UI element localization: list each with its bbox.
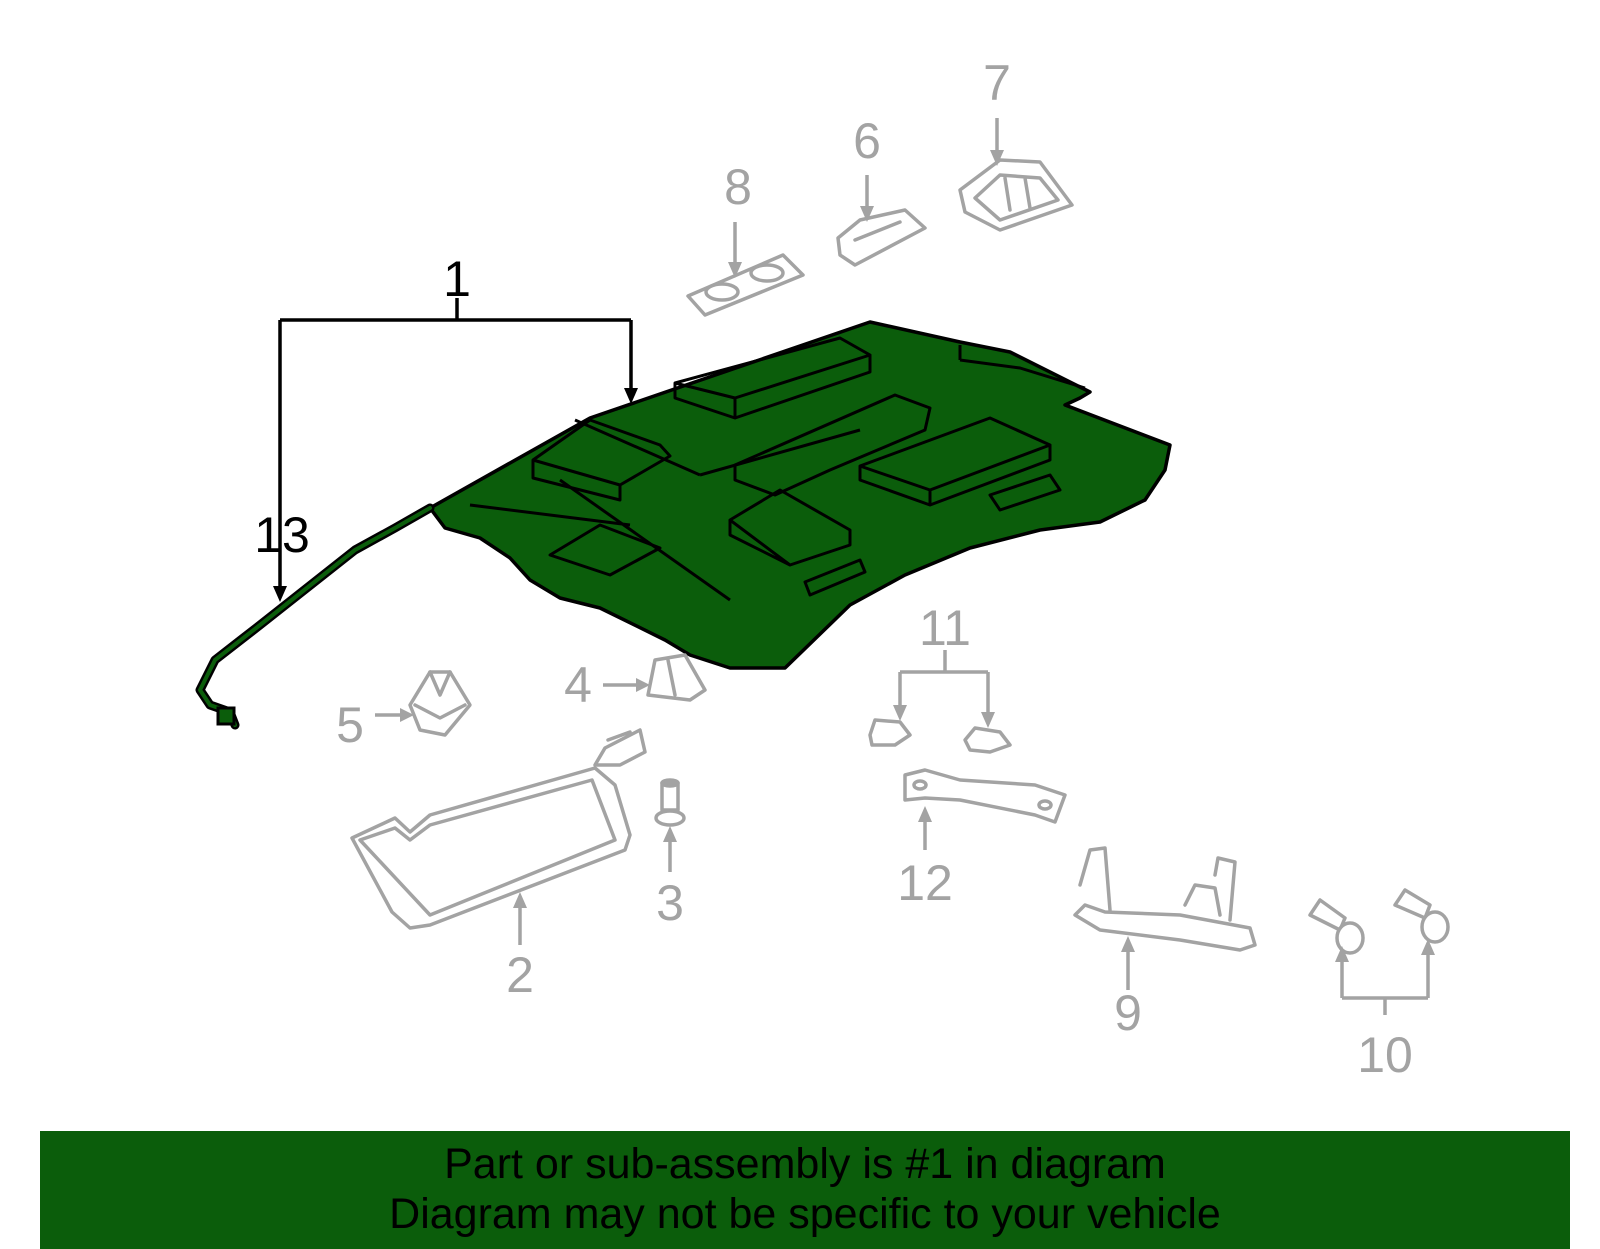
grab-handle-part-9[interactable]: [1073, 846, 1257, 952]
callout-10[interactable]: 10: [1357, 1027, 1413, 1083]
overhead-console-part-7[interactable]: [958, 158, 1074, 232]
leader-11: [898, 650, 990, 712]
headliner-part-1[interactable]: [428, 320, 1172, 670]
sun-visor-part-2[interactable]: [350, 728, 647, 930]
callout-12[interactable]: 12: [897, 855, 953, 911]
callout-13[interactable]: 13: [254, 507, 310, 563]
callout-5[interactable]: 5: [336, 697, 364, 753]
screws-part-10[interactable]: [1308, 888, 1450, 955]
clip-part-4[interactable]: [646, 653, 707, 702]
leader-1: [273, 298, 638, 602]
dome-light-part-8[interactable]: [686, 253, 805, 317]
info-banner: Part or sub-assembly is #1 in diagram Di…: [40, 1131, 1570, 1249]
callout-7[interactable]: 7: [983, 55, 1011, 111]
wire-harness-part-13[interactable]: [195, 503, 435, 730]
callout-3[interactable]: 3: [656, 875, 684, 931]
banner-line-1: Part or sub-assembly is #1 in diagram: [444, 1140, 1166, 1188]
leader-10: [1340, 952, 1430, 1015]
callout-1[interactable]: 1: [443, 251, 471, 307]
map-light-part-6[interactable]: [836, 208, 927, 267]
callout-6[interactable]: 6: [853, 113, 881, 169]
bracket-part-12[interactable]: [903, 768, 1067, 824]
callout-8[interactable]: 8: [724, 159, 752, 215]
callout-9[interactable]: 9: [1114, 985, 1142, 1041]
callout-11[interactable]: 11: [919, 600, 971, 656]
screw-part-3[interactable]: [654, 778, 686, 827]
clips-part-11[interactable]: [868, 718, 1012, 754]
callout-2[interactable]: 2: [506, 947, 534, 1003]
banner-line-2: Diagram may not be specific to your vehi…: [389, 1190, 1221, 1238]
callout-4[interactable]: 4: [564, 657, 592, 713]
bracket-part-5[interactable]: [408, 670, 472, 737]
